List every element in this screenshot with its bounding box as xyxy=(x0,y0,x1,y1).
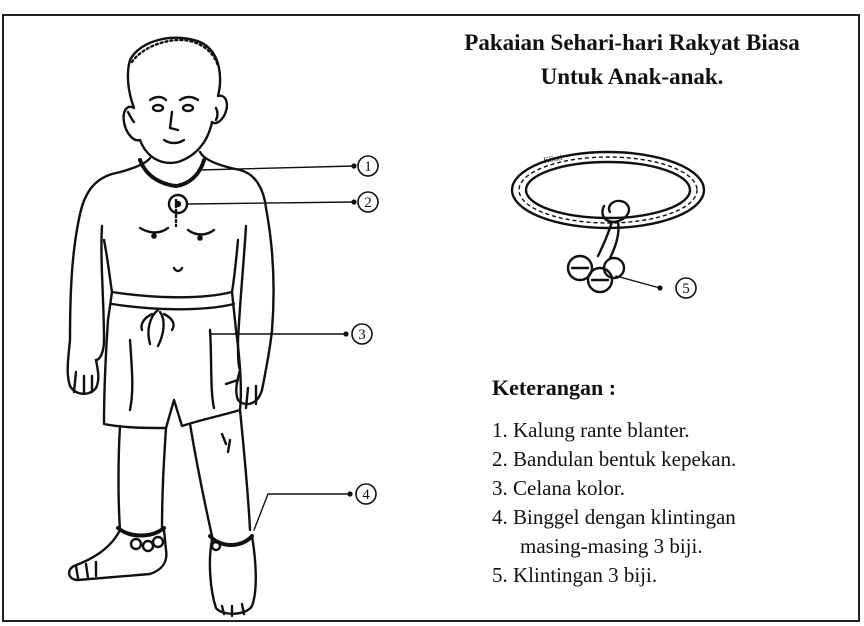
callout-label-3: 3 xyxy=(358,327,366,343)
legend-item: 1. Kalung rante blanter. xyxy=(492,416,736,445)
callout-label-4: 4 xyxy=(362,487,370,503)
bell-drawing xyxy=(604,258,624,278)
callout-label-5: 5 xyxy=(682,281,690,297)
title-line-2: Untuk Anak-anak. xyxy=(412,60,852,94)
legend-list: 1. Kalung rante blanter. 2. Bandulan ben… xyxy=(492,416,736,590)
anklet-left-drawing xyxy=(118,528,164,536)
child-figure xyxy=(68,38,274,616)
callout-label-1: 1 xyxy=(364,159,372,175)
bracelet-lettering: Klinti xyxy=(543,153,564,165)
legend-item-continuation: masing-masing 3 biji. xyxy=(492,532,736,561)
leader-line-1 xyxy=(198,166,354,170)
leader-line-2 xyxy=(188,202,354,204)
legend-item: 4. Binggel dengan klintingan xyxy=(492,503,736,532)
legend-item: 5. Klintingan 3 biji. xyxy=(492,561,736,590)
shorts-drawing xyxy=(104,292,241,428)
leader-line-4 xyxy=(254,494,350,530)
leader-line-5 xyxy=(616,276,660,288)
legend-item: 3. Celana kolor. xyxy=(492,474,736,503)
title-line-1: Pakaian Sehari-hari Rakyat Biasa xyxy=(412,26,852,60)
legend-heading: Keterangan : xyxy=(492,375,616,401)
anklet-right-drawing xyxy=(210,536,252,545)
bracelet-drawing xyxy=(512,152,704,292)
page-title: Pakaian Sehari-hari Rakyat Biasa Untuk A… xyxy=(412,26,852,94)
legend-item: 2. Bandulan bentuk kepekan. xyxy=(492,445,736,474)
callout-label-2: 2 xyxy=(364,195,372,211)
